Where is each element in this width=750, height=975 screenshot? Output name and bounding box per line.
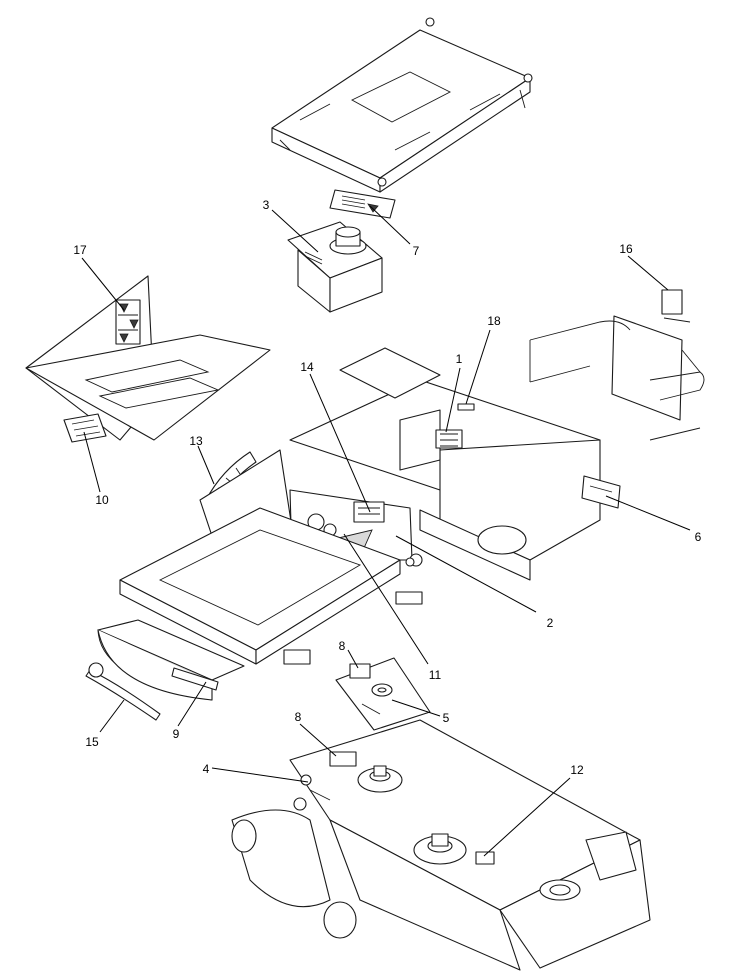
part-3-box bbox=[287, 221, 383, 313]
leader-6 bbox=[605, 495, 691, 531]
leader-11 bbox=[343, 533, 429, 665]
leader-5 bbox=[391, 699, 441, 717]
callout-15: 15 bbox=[85, 735, 99, 749]
part-9-front-bumper bbox=[97, 619, 245, 701]
leader-16 bbox=[627, 255, 669, 291]
callout-3: 3 bbox=[263, 198, 270, 212]
part-15-logo-decal bbox=[85, 662, 161, 721]
leader-17 bbox=[81, 257, 125, 311]
callouts: 1 2 3 4 5 6 7 8 8 9 10 11 12 13 14 15 16… bbox=[73, 198, 701, 777]
callout-7: 7 bbox=[413, 244, 420, 258]
leader-10 bbox=[83, 431, 101, 493]
callout-5: 5 bbox=[443, 711, 450, 725]
callout-13: 13 bbox=[189, 434, 203, 448]
leader-3 bbox=[271, 209, 319, 253]
leader-12 bbox=[483, 777, 571, 857]
callout-12: 12 bbox=[570, 763, 584, 777]
leader-7 bbox=[369, 205, 411, 245]
callout-8-upper: 8 bbox=[339, 639, 346, 653]
leader-14 bbox=[309, 373, 371, 513]
main-frame bbox=[119, 347, 601, 665]
decal-10 bbox=[63, 413, 107, 443]
callout-6: 6 bbox=[695, 530, 702, 544]
mower-deck bbox=[231, 719, 651, 971]
callout-1: 1 bbox=[456, 352, 463, 366]
leader-18 bbox=[465, 329, 491, 405]
seat-pan bbox=[271, 17, 533, 193]
callout-2: 2 bbox=[547, 616, 554, 630]
part-18 bbox=[457, 403, 475, 411]
leader-9 bbox=[177, 681, 207, 727]
callout-9: 9 bbox=[173, 727, 180, 741]
callout-18: 18 bbox=[487, 314, 501, 328]
part-17-floor-pan bbox=[25, 275, 271, 441]
leader-2 bbox=[395, 535, 537, 613]
leader-8a bbox=[347, 649, 359, 669]
callout-8-lower: 8 bbox=[295, 710, 302, 724]
decal-7 bbox=[329, 189, 396, 219]
callout-4: 4 bbox=[203, 762, 210, 776]
leader-13 bbox=[197, 445, 215, 485]
callout-17: 17 bbox=[73, 243, 87, 257]
part-16-rops-bracket bbox=[529, 289, 705, 441]
callout-11: 11 bbox=[429, 668, 442, 682]
leader-4 bbox=[211, 767, 309, 783]
callout-16: 16 bbox=[619, 242, 633, 256]
leader-15 bbox=[99, 699, 125, 733]
leader-1 bbox=[445, 367, 461, 433]
leader-lines bbox=[81, 205, 691, 857]
callout-10: 10 bbox=[95, 493, 109, 507]
leader-8b bbox=[299, 723, 337, 757]
callout-14: 14 bbox=[300, 360, 314, 374]
decal-6 bbox=[581, 475, 621, 509]
part-5-plate bbox=[335, 657, 431, 731]
